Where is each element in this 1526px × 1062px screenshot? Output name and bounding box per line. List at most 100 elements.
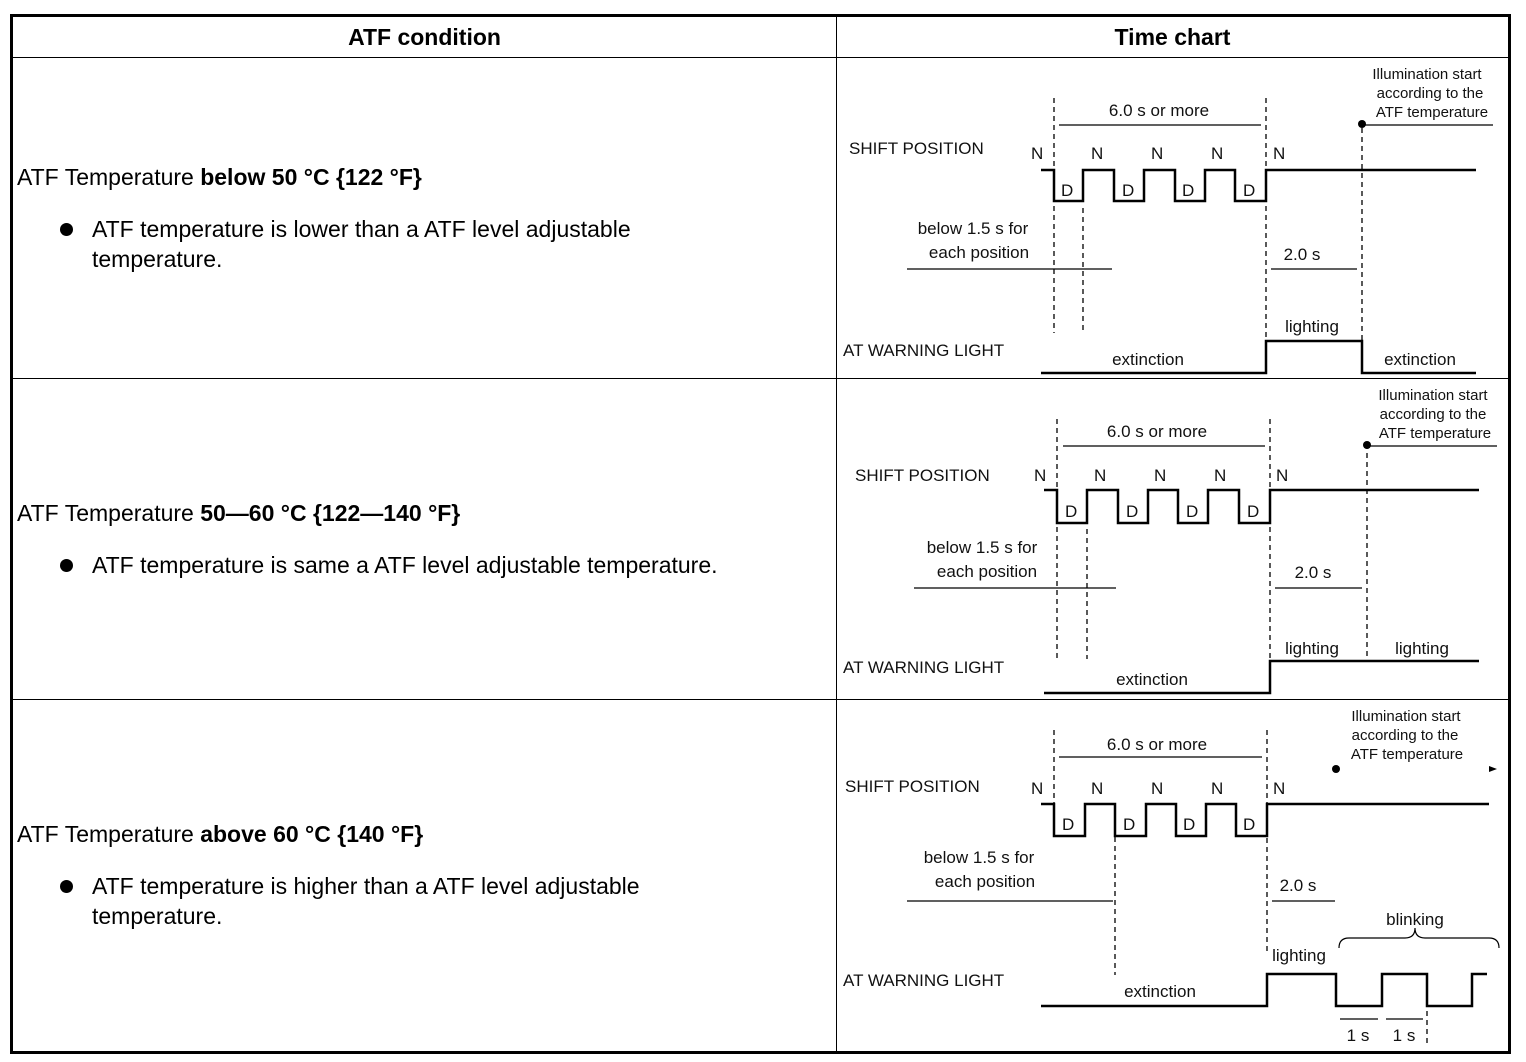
shift-d: D	[1182, 181, 1194, 200]
header-atf-condition: ATF condition	[348, 24, 501, 50]
condition-title: ATF Temperature below 50 °C {122 °F}	[17, 162, 827, 192]
bullet-icon	[60, 223, 73, 236]
blinking-label: blinking	[1386, 910, 1444, 929]
bullet-text: ATF temperature is higher than a ATF lev…	[92, 873, 640, 929]
two-second-label: 2.0 s	[1295, 563, 1332, 582]
condition-cell-3: ATF Temperature above 60 °C {140 °F} ATF…	[17, 819, 827, 931]
bullet-icon	[60, 559, 73, 572]
illumination-dot-icon	[1363, 441, 1371, 449]
below-label: below 1.5 s for	[924, 848, 1035, 867]
shift-d: D	[1123, 815, 1135, 834]
header-divider	[10, 57, 1511, 58]
shift-n: N	[1151, 144, 1163, 163]
shift-position-label: SHIFT POSITION	[855, 466, 990, 485]
one-second-label: 1 s	[1393, 1026, 1416, 1045]
shift-n: N	[1211, 144, 1223, 163]
illumination-label: Illumination start	[1351, 708, 1461, 725]
condition-title-range: 50—60 °C {122—140 °F}	[200, 500, 461, 526]
illumination-dot-icon	[1332, 765, 1340, 773]
shift-d: D	[1243, 815, 1255, 834]
bullet-text: ATF temperature is same a ATF level adju…	[92, 552, 718, 578]
condition-title-prefix: ATF Temperature	[17, 821, 201, 847]
condition-title: ATF Temperature 50—60 °C {122—140 °F}	[17, 498, 827, 528]
duration-label: 6.0 s or more	[1107, 735, 1207, 754]
shift-n: N	[1273, 779, 1285, 798]
extinction-label: extinction	[1116, 670, 1188, 689]
shift-d: D	[1062, 815, 1074, 834]
shift-n: N	[1276, 466, 1288, 485]
arrow-right-icon	[1489, 766, 1497, 772]
time-chart-2: Illumination start according to the ATF …	[843, 387, 1497, 695]
illumination-label: ATF temperature	[1376, 104, 1488, 121]
extinction-label: extinction	[1112, 350, 1184, 369]
condition-title-prefix: ATF Temperature	[17, 500, 201, 526]
duration-label: 6.0 s or more	[1109, 101, 1209, 120]
shift-d: D	[1243, 181, 1255, 200]
lighting-label: lighting	[1285, 639, 1339, 658]
shift-d: D	[1126, 502, 1138, 521]
row-divider	[10, 699, 1511, 700]
illumination-label: according to the	[1352, 727, 1459, 744]
shift-d: D	[1247, 502, 1259, 521]
row-divider	[10, 378, 1511, 379]
shift-n: N	[1154, 466, 1166, 485]
shift-n: N	[1214, 466, 1226, 485]
header-time-chart: Time chart	[1114, 24, 1231, 50]
condition-bullet: ATF temperature is same a ATF level adju…	[17, 550, 832, 580]
duration-label: 6.0 s or more	[1107, 422, 1207, 441]
shift-n: N	[1273, 144, 1285, 163]
condition-cell-2: ATF Temperature 50—60 °C {122—140 °F} AT…	[17, 498, 827, 580]
shift-position-label: SHIFT POSITION	[849, 139, 984, 158]
below-label: below 1.5 s for	[918, 219, 1029, 238]
bullet-text: ATF temperature is lower than a ATF leve…	[92, 216, 631, 272]
shift-d: D	[1122, 181, 1134, 200]
illumination-label: according to the	[1380, 406, 1487, 423]
shift-n: N	[1151, 779, 1163, 798]
warning-light-label: AT WARNING LIGHT	[843, 971, 1004, 990]
extinction-label: extinction	[1124, 982, 1196, 1001]
below-label: below 1.5 s for	[927, 538, 1038, 557]
condition-cell-1: ATF Temperature below 50 °C {122 °F} ATF…	[17, 162, 827, 274]
lighting-label: lighting	[1395, 639, 1449, 658]
column-divider	[836, 14, 837, 1054]
warning-light-label: AT WARNING LIGHT	[843, 658, 1004, 677]
condition-title: ATF Temperature above 60 °C {140 °F}	[17, 819, 827, 849]
below-label: each position	[937, 562, 1037, 581]
illumination-label: according to the	[1377, 85, 1484, 102]
bullet-icon	[60, 880, 73, 893]
shift-n: N	[1034, 466, 1046, 485]
shift-position-label: SHIFT POSITION	[845, 777, 980, 796]
shift-d: D	[1061, 181, 1073, 200]
two-second-label: 2.0 s	[1280, 876, 1317, 895]
shift-n: N	[1091, 144, 1103, 163]
condition-bullet: ATF temperature is lower than a ATF leve…	[17, 214, 732, 274]
two-second-label: 2.0 s	[1284, 245, 1321, 264]
shift-n: N	[1031, 144, 1043, 163]
condition-bullet: ATF temperature is higher than a ATF lev…	[17, 871, 732, 931]
lighting-label: lighting	[1285, 317, 1339, 336]
shift-n: N	[1094, 466, 1106, 485]
illumination-label: Illumination start	[1372, 66, 1482, 83]
below-label: each position	[935, 872, 1035, 891]
table-frame	[10, 14, 1511, 1054]
shift-n: N	[1211, 779, 1223, 798]
illumination-label: Illumination start	[1378, 387, 1488, 404]
illumination-dot-icon	[1358, 120, 1366, 128]
below-label: each position	[929, 243, 1029, 262]
shift-d: D	[1065, 502, 1077, 521]
shift-n: N	[1091, 779, 1103, 798]
one-second-label: 1 s	[1347, 1026, 1370, 1045]
shift-n: N	[1031, 779, 1043, 798]
condition-title-range: below 50 °C {122 °F}	[200, 164, 422, 190]
shift-d: D	[1186, 502, 1198, 521]
illumination-label: ATF temperature	[1379, 425, 1491, 442]
extinction-label: extinction	[1384, 350, 1456, 369]
illumination-label: ATF temperature	[1351, 746, 1463, 763]
condition-title-range: above 60 °C {140 °F}	[200, 821, 424, 847]
lighting-label: lighting	[1272, 946, 1326, 965]
shift-d: D	[1183, 815, 1195, 834]
warning-light-label: AT WARNING LIGHT	[843, 341, 1004, 360]
time-chart-3: Illumination start according to the ATF …	[843, 708, 1500, 1045]
condition-title-prefix: ATF Temperature	[17, 164, 201, 190]
time-chart-1: Illumination start according to the ATF …	[843, 66, 1493, 375]
